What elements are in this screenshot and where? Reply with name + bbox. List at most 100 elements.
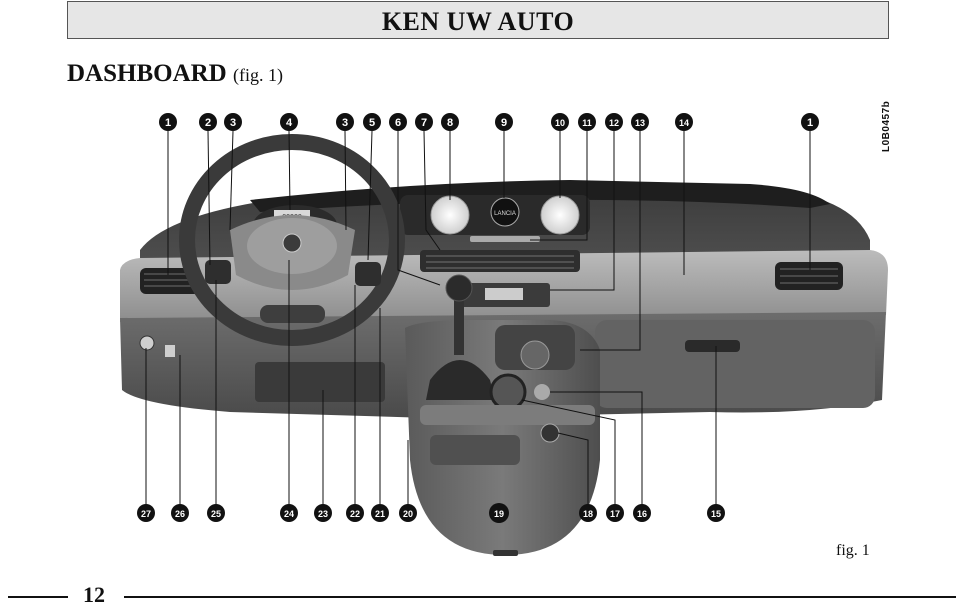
callout-8: 8	[441, 113, 459, 131]
svg-text:22: 22	[350, 509, 360, 519]
callout-7: 7	[415, 113, 433, 131]
right-center-gauge	[540, 195, 580, 235]
callout-1a: 1	[159, 113, 177, 131]
callout-1b: 1	[801, 113, 819, 131]
steering-wheel-logo	[282, 233, 302, 253]
svg-text:27: 27	[141, 509, 151, 519]
figure-code: L0B0457b	[881, 100, 892, 152]
figure-caption: fig. 1	[836, 542, 870, 559]
svg-text:10: 10	[555, 118, 565, 128]
center-air-vents	[420, 250, 580, 272]
callout-13: 13	[631, 113, 649, 131]
svg-text:3: 3	[230, 117, 236, 129]
svg-text:12: 12	[609, 118, 619, 128]
steering-column	[260, 305, 325, 323]
header-title: KEN UW AUTO	[381, 7, 575, 36]
callout-25: 25	[207, 504, 225, 522]
left-stalk-switch	[205, 260, 231, 284]
callout-27: 27	[137, 504, 155, 522]
dashboard-figure: LANCIA 00000	[120, 113, 888, 556]
left-control-knob	[139, 335, 155, 351]
glove-box-handle	[685, 340, 740, 352]
console-cup-holder	[430, 435, 520, 465]
svg-text:1: 1	[807, 117, 813, 129]
callout-21: 21	[371, 504, 389, 522]
callout-14: 14	[675, 113, 693, 131]
callout-5: 5	[363, 113, 381, 131]
top-callout-leaders	[167, 130, 811, 351]
left-center-gauge	[430, 195, 470, 235]
callout-4: 4	[280, 113, 298, 131]
callout-18: 18	[579, 504, 597, 522]
callout-23: 23	[314, 504, 332, 522]
lancia-badge-text: LANCIA	[494, 211, 516, 217]
right-vent-slats	[780, 268, 838, 284]
right-stalk-switch	[355, 262, 381, 286]
steering-wheel-rim	[179, 134, 405, 346]
svg-text:14: 14	[679, 118, 689, 128]
section-title-text: DASHBOARD	[67, 60, 227, 87]
gear-lever-knob	[445, 274, 473, 302]
bottom-callouts: 27 26 25 24 23 22 21 20 19 18 17 16 15	[137, 503, 725, 523]
svg-text:8: 8	[447, 117, 453, 129]
multifunction-knob	[489, 373, 527, 411]
svg-text:19: 19	[494, 509, 504, 519]
svg-text:2: 2	[205, 117, 211, 129]
left-lower-switch	[165, 345, 175, 357]
svg-text:25: 25	[211, 509, 221, 519]
top-callouts: 1 2 3 4 3 5 6 7 8 9 10 11 12 13 14 1	[159, 113, 819, 131]
callout-17: 17	[606, 504, 624, 522]
gear-lever-boot	[426, 360, 495, 400]
hazard-switch	[534, 384, 550, 400]
console-bin-latch	[493, 550, 518, 556]
lower-storage-tray	[255, 362, 385, 402]
svg-text:1: 1	[165, 117, 171, 129]
callout-15: 15	[707, 504, 725, 522]
bottom-callout-leaders	[145, 260, 717, 505]
svg-text:24: 24	[284, 509, 294, 519]
svg-text:4: 4	[286, 117, 293, 129]
svg-text:5: 5	[369, 117, 375, 129]
svg-text:23: 23	[318, 509, 328, 519]
svg-text:3: 3	[342, 117, 348, 129]
callout-2: 2	[199, 113, 217, 131]
callout-16: 16	[633, 504, 651, 522]
radio-display	[485, 288, 523, 300]
svg-text:20: 20	[403, 509, 413, 519]
callout-6: 6	[389, 113, 407, 131]
svg-text:17: 17	[610, 509, 620, 519]
glove-box	[595, 320, 875, 408]
svg-text:26: 26	[175, 509, 185, 519]
svg-text:13: 13	[635, 118, 645, 128]
svg-text:6: 6	[395, 117, 401, 129]
callout-19: 19	[489, 503, 509, 523]
svg-text:7: 7	[421, 117, 427, 129]
svg-text:21: 21	[375, 509, 385, 519]
footer-rule-left	[8, 596, 68, 598]
svg-text:16: 16	[637, 509, 647, 519]
section-subtitle: (fig. 1)	[233, 65, 283, 85]
page-number: 12	[83, 582, 105, 607]
callout-11: 11	[578, 113, 596, 131]
callout-22: 22	[346, 504, 364, 522]
callout-26: 26	[171, 504, 189, 522]
svg-text:11: 11	[582, 118, 592, 128]
section-title: DASHBOARD (fig. 1)	[67, 60, 283, 88]
callout-3b: 3	[336, 113, 354, 131]
header-banner: KEN UW AUTO	[67, 1, 889, 39]
svg-text:15: 15	[711, 509, 721, 519]
console-trim	[420, 405, 595, 425]
callout-24: 24	[280, 504, 298, 522]
callout-3a: 3	[224, 113, 242, 131]
callout-9: 9	[495, 113, 513, 131]
center-indicator-strip	[470, 236, 540, 242]
lancia-badge-display	[490, 197, 520, 227]
svg-text:9: 9	[501, 117, 507, 129]
callout-10: 10	[551, 113, 569, 131]
gear-lever-shaft	[454, 295, 464, 355]
cigar-lighter	[540, 423, 560, 443]
callout-20: 20	[399, 504, 417, 522]
callout-12: 12	[605, 113, 623, 131]
footer-rule-right	[124, 596, 956, 598]
climate-control-knob	[520, 340, 550, 370]
